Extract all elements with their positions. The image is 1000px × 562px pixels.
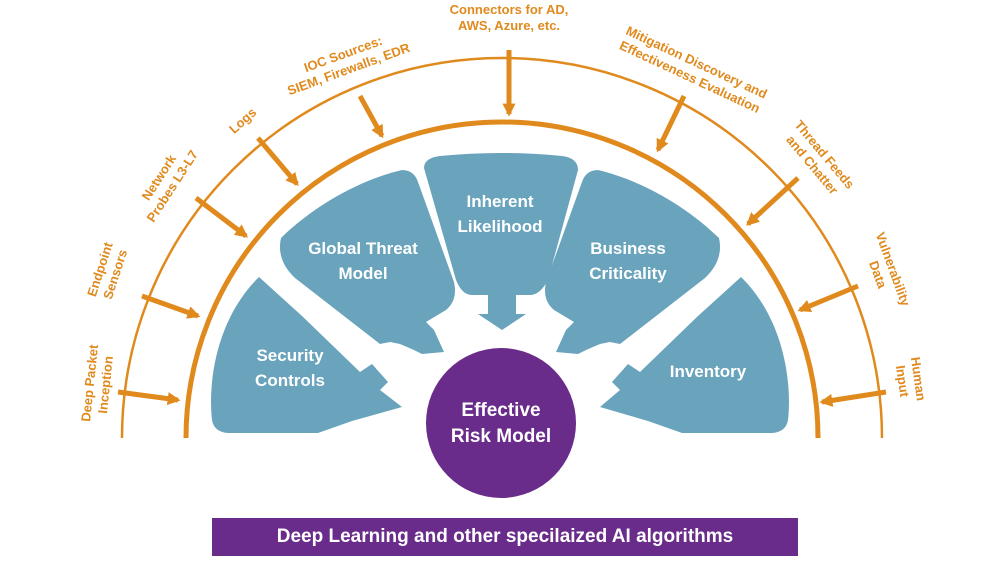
source-logs: Logs (226, 105, 259, 137)
source-network-probes: Network Probes L3-L7 (139, 147, 201, 224)
arrow-logs (256, 136, 299, 186)
source-label-line1: Connectors for AD, (450, 2, 569, 17)
input-arrows (117, 50, 887, 407)
outer-arc (120, 56, 884, 439)
source-human-input: Human Input (893, 356, 929, 402)
segment-global-threat-model: Global Threat Model (279, 170, 455, 354)
source-ioc: IOC Sources: SIEM, Firewalls, EDR (285, 33, 412, 98)
segment-inherent-likelihood: Inherent Likelihood (424, 153, 578, 330)
source-label-line2: Inception (95, 355, 116, 414)
center-label-line1: Effective (461, 400, 540, 421)
inner-arc (183, 119, 821, 439)
arrow-endpoint (141, 293, 201, 319)
source-label-line1: Logs (226, 105, 259, 137)
source-endpoint-sensors: Endpoint Sensors (84, 240, 130, 301)
arrow-deep-packet (117, 389, 181, 406)
arrow-network (194, 196, 249, 238)
source-label-line2: Input (893, 364, 912, 398)
segment-label-line1: Global Threat (308, 239, 418, 258)
center-label-line2: Risk Model (451, 426, 551, 447)
segment-security-controls: Security Controls (211, 277, 402, 433)
source-mitigation: Mitigation Discovery and Effectiveness E… (617, 23, 769, 116)
arrow-mitigation (655, 94, 687, 153)
segment-label-line1: Security (256, 346, 324, 365)
source-label-line2: AWS, Azure, etc. (458, 18, 560, 33)
arrow-thread-feeds (746, 176, 800, 226)
source-thread-feeds: Thread Feeds and Chatter (783, 117, 857, 197)
segment-label-line1: Business (590, 239, 666, 258)
segment-label-line1: Inherent (466, 192, 533, 211)
segment-inventory: Inventory (600, 277, 789, 433)
arrow-ioc (357, 94, 385, 139)
segment-label-line2: Likelihood (458, 217, 543, 236)
segment-label-line2: Criticality (589, 264, 667, 283)
segment-business-criticality: Business Criticality (545, 170, 721, 354)
segment-label-line2: Controls (255, 371, 325, 390)
footer-banner: Deep Learning and other specilaized AI a… (212, 518, 798, 556)
footer-text: Deep Learning and other specilaized AI a… (276, 526, 734, 547)
center-effective-risk-model: Effective Risk Model (426, 348, 576, 498)
source-connectors: Connectors for AD, AWS, Azure, etc. (450, 2, 569, 33)
segment-label-line1: Inventory (670, 362, 747, 381)
arrow-human-input (819, 389, 887, 407)
segment-label-line2: Model (338, 264, 387, 283)
arrow-vulnerability (797, 283, 859, 313)
source-deep-packet: Deep Packet Inception (78, 343, 116, 422)
source-label-line1: Human (908, 356, 929, 402)
source-vulnerability: Vulnerability Data (866, 230, 913, 309)
